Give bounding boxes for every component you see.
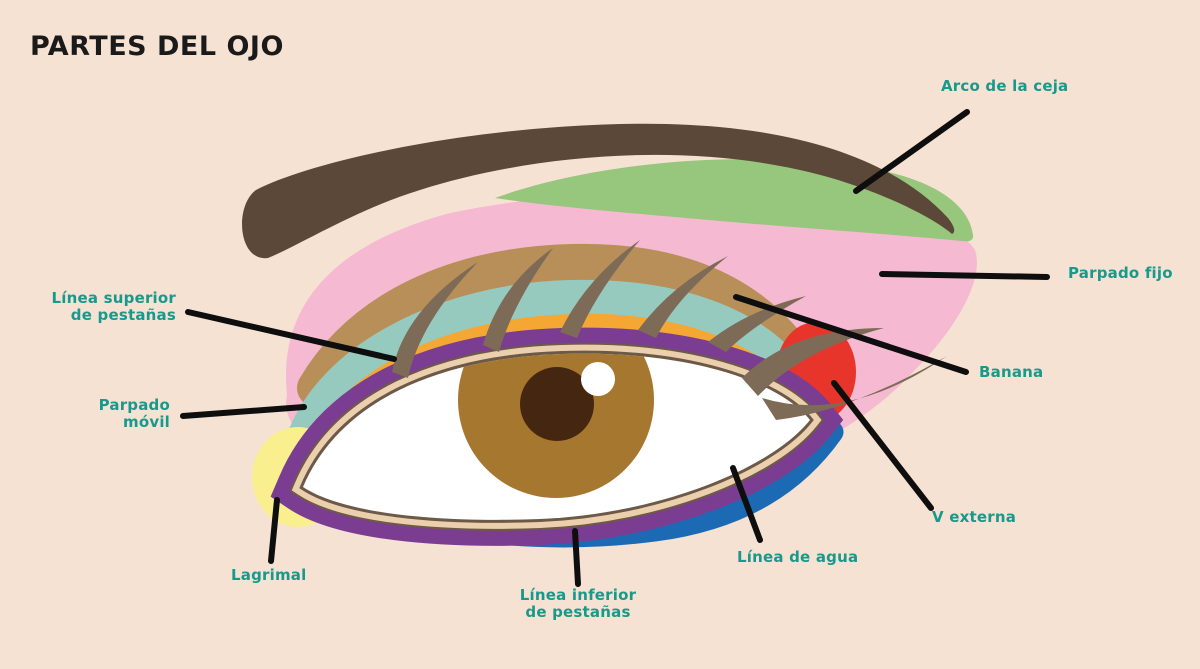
page-title: PARTES DEL OJO: [30, 31, 284, 62]
label-text: Arco de la ceja: [941, 77, 1069, 95]
eye-highlight: [581, 362, 615, 396]
label-parpado-fijo: Parpado fijo: [1068, 265, 1173, 282]
leader-lines: [180, 109, 1050, 587]
leader-line-arco: [853, 109, 970, 194]
leader-line-linea-inferior: [572, 528, 581, 587]
pupil: [520, 367, 594, 441]
upper-lash-4: [638, 256, 728, 338]
label-linea-superior-de-pestanas: Línea superior de pestañas: [40, 290, 176, 324]
upper-lash-3: [560, 240, 640, 338]
upper-lash-1: [392, 262, 478, 378]
label-text: de pestañas: [525, 603, 631, 621]
label-text: de pestañas: [70, 306, 176, 324]
label-lagrimal: Lagrimal: [231, 567, 306, 584]
leader-line-lagrimal: [268, 497, 280, 564]
label-parpado-movil: Parpado móvil: [58, 397, 170, 431]
leader-line-banana: [733, 294, 969, 375]
label-text: Parpado fijo: [1068, 264, 1173, 282]
upper-lash-2: [483, 248, 553, 352]
iris-group: [458, 353, 654, 498]
label-text: Línea superior: [51, 289, 176, 307]
label-text: V externa: [932, 508, 1017, 526]
banana-crease-band: [297, 243, 837, 417]
label-text: Parpado: [98, 396, 170, 414]
leader-line-linea-agua: [730, 465, 763, 543]
leader-line-parpado-movil: [180, 404, 307, 419]
leader-line-linea-superior: [185, 309, 397, 362]
label-text: Línea de agua: [737, 548, 859, 566]
label-text: Lagrimal: [231, 566, 307, 584]
label-v-externa: V externa: [932, 509, 1016, 526]
eyebrow-shape: [242, 123, 955, 259]
label-linea-de-agua: Línea de agua: [737, 549, 858, 566]
label-text: móvil: [123, 413, 170, 431]
outer-lash-sweep-1: [742, 328, 884, 396]
leader-line-parpado-fijo: [879, 271, 1050, 280]
leader-line-v-externa: [831, 380, 934, 511]
outer-lash-sweep-2: [762, 356, 947, 420]
label-arco-de-la-ceja: Arco de la ceja: [941, 78, 1068, 95]
label-banana: Banana: [979, 364, 1043, 381]
label-text: Línea inferior: [519, 586, 637, 604]
label-linea-inferior-de-pestanas: Línea inferior de pestañas: [508, 587, 648, 621]
label-text: Banana: [979, 363, 1044, 381]
